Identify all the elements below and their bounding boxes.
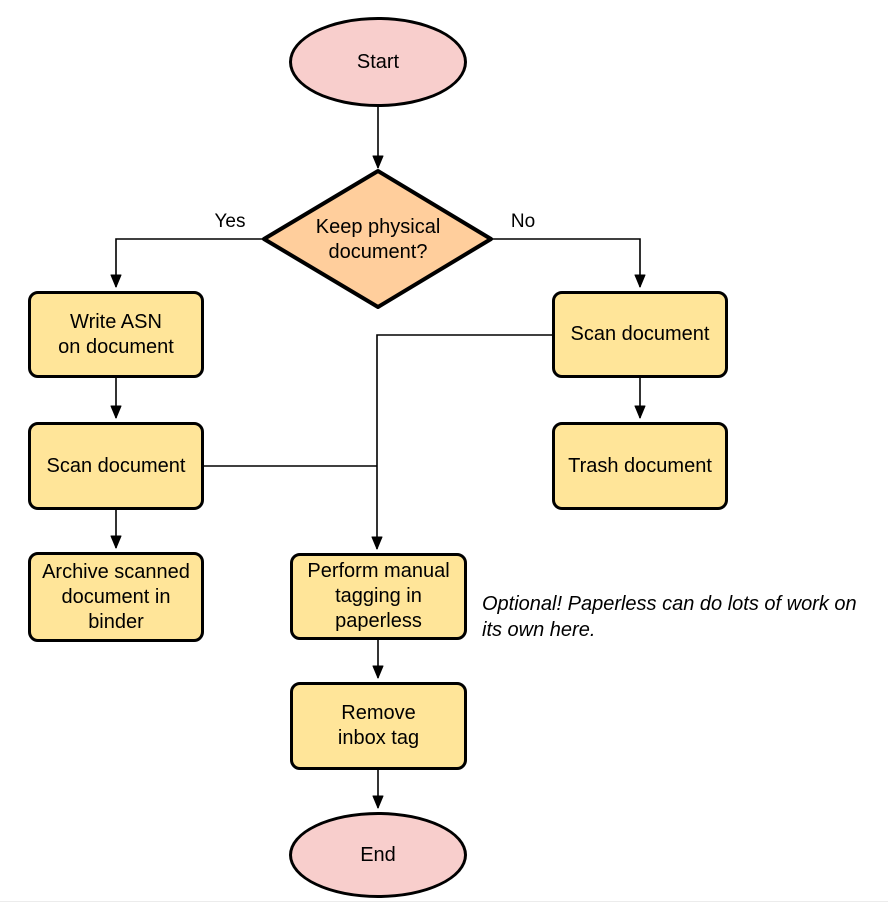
node-decision-label: Keep physical document?: [315, 216, 441, 263]
edge-decision-no-to-scan-right: [491, 238, 646, 288]
node-perform-manual-tagging: Perform manual tagging in paperless: [290, 553, 467, 640]
edge-label-no: No: [496, 211, 550, 233]
decision-diamond-shape: [262, 169, 493, 309]
edge-label-yes: Yes: [203, 211, 257, 233]
edge-decision-yes-to-write-asn: [110, 238, 264, 288]
node-scan-document-left: Scan document: [28, 422, 204, 510]
node-scan-document-right: Scan document: [552, 291, 728, 378]
note-optional-paperless: Optional! Paperless can do lots of work …: [482, 593, 857, 641]
edge-scan-right-to-perform-tagging: [371, 334, 552, 550]
node-write-asn-on-document: Write ASN on document: [28, 291, 204, 378]
node-archive-scanned-document: Archive scanned document in binder: [28, 552, 204, 642]
node-start: Start: [289, 17, 467, 107]
page-bottom-divider: [0, 901, 888, 902]
node-end: End: [289, 812, 467, 898]
node-remove-inbox-tag: Remove inbox tag: [290, 682, 467, 770]
node-trash-document: Trash document: [552, 422, 728, 510]
